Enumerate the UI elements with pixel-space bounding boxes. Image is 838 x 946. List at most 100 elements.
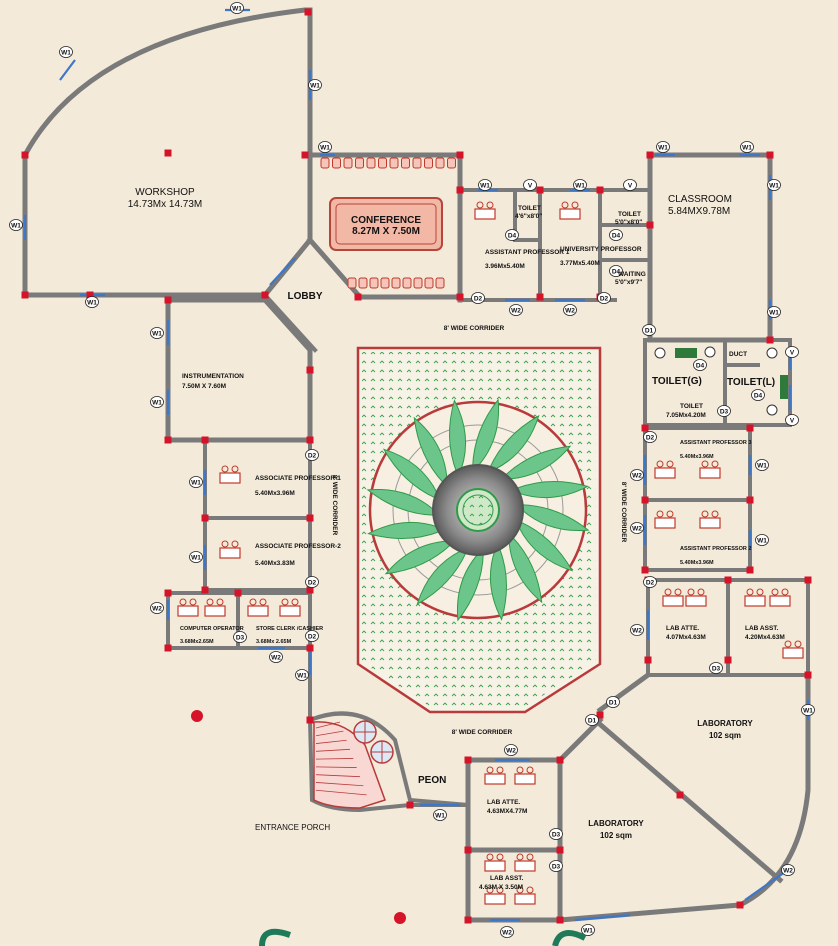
column-marker <box>724 656 732 664</box>
chair-icon <box>701 510 709 518</box>
chair-icon <box>347 277 357 289</box>
chair-icon <box>221 465 229 473</box>
tag-d2: D2 <box>597 292 611 304</box>
svg-text:W1: W1 <box>310 82 320 89</box>
tag-w1: W1 <box>433 809 447 821</box>
svg-text:V: V <box>528 182 533 189</box>
column-marker <box>464 756 472 764</box>
column-marker <box>556 756 564 764</box>
tag-v: V <box>623 179 637 191</box>
desk-icon <box>699 467 721 479</box>
peon-name: PEON <box>418 775 446 786</box>
sun-ray <box>489 547 507 621</box>
lab-atte-right-size: 4.07Mx4.63M <box>666 634 706 641</box>
chair-icon <box>701 460 709 468</box>
chair-icon <box>496 766 504 774</box>
chair-icon <box>424 277 434 289</box>
column-marker <box>676 791 684 799</box>
desk-icon <box>685 595 707 607</box>
sun-ray <box>515 481 589 499</box>
svg-text:D4: D4 <box>696 362 705 369</box>
chair-icon <box>486 201 494 209</box>
column-marker <box>21 291 29 299</box>
sun-ray <box>413 416 448 484</box>
chair-icon <box>561 201 569 209</box>
column-marker <box>556 846 564 854</box>
toilet-block-name: TOILET <box>680 403 703 410</box>
chair-icon <box>656 510 664 518</box>
column-marker <box>306 644 314 652</box>
column-marker <box>164 644 172 652</box>
conference-size: 8.27M X 7.50M <box>352 226 420 237</box>
tag-w1: W1 <box>9 219 23 231</box>
desk-icon <box>177 605 199 617</box>
corridor-labels: 8' WIDE CORRIDER 8' WIDE CORRIDER 8' WID… <box>331 325 627 736</box>
chair-icon <box>332 157 341 169</box>
tag-d4: D4 <box>609 229 623 241</box>
tag-v: V <box>785 414 799 426</box>
svg-text:D3: D3 <box>720 408 729 415</box>
asst-prof-1-size: 3.96Mx5.40M <box>485 263 525 270</box>
assoc-prof-1-size: 5.40Mx3.96M <box>255 490 295 497</box>
column-marker <box>456 186 464 194</box>
desk-icon <box>782 647 804 659</box>
svg-text:W2: W2 <box>632 525 642 532</box>
chair-icon <box>516 766 524 774</box>
chair-icon <box>711 460 719 468</box>
tag-d3: D3 <box>233 631 247 643</box>
column-marker <box>464 916 472 924</box>
toilet-1-name: TOILET <box>518 205 541 212</box>
chair-icon <box>378 157 387 169</box>
desk-icon <box>484 893 506 905</box>
conference-chairs-bottom <box>347 277 445 289</box>
sun-ray <box>456 553 484 622</box>
svg-text:W1: W1 <box>435 812 445 819</box>
toilet-2-name: TOILET <box>618 211 641 218</box>
svg-text:V: V <box>790 349 795 356</box>
tag-w1: W1 <box>767 306 781 318</box>
chair-icon <box>249 598 257 606</box>
chair-icon <box>358 277 368 289</box>
chair-icon <box>526 886 534 894</box>
tag-w1: W1 <box>308 79 322 91</box>
chair-icon <box>413 277 423 289</box>
tag-w1: W1 <box>656 141 670 153</box>
tag-w1: W1 <box>85 296 99 308</box>
svg-text:W1: W1 <box>769 182 779 189</box>
column-marker <box>536 293 544 301</box>
svg-text:D4: D4 <box>754 392 763 399</box>
tag-w1: W1 <box>767 179 781 191</box>
instrumentation-size: 7.50M X 7.60M <box>182 383 226 390</box>
chair-icon <box>355 157 364 169</box>
desk-icon <box>474 208 496 220</box>
asst-prof-2-name: ASSISTANT PROFESSOR 2 <box>680 546 751 552</box>
svg-text:D2: D2 <box>474 295 483 302</box>
chair-icon <box>666 460 674 468</box>
sun-ray <box>518 521 574 572</box>
chair-icon <box>179 598 187 606</box>
svg-text:W1: W1 <box>191 479 201 486</box>
chair-icon <box>231 540 239 548</box>
column-marker <box>201 586 209 594</box>
chair-icon <box>486 766 494 774</box>
tag-w2: W2 <box>150 602 164 614</box>
column-marker <box>804 671 812 679</box>
svg-text:W1: W1 <box>803 707 813 714</box>
svg-text:W1: W1 <box>152 330 162 337</box>
lobby-name: LOBBY <box>288 291 323 302</box>
workshop-name: WORKSHOP <box>135 187 195 198</box>
tag-w1: W1 <box>740 141 754 153</box>
svg-text:D1: D1 <box>588 717 597 724</box>
lab-atte-bottom-size: 4.63MX4.77M <box>487 808 527 815</box>
column-marker <box>464 846 472 854</box>
column-marker <box>646 221 654 229</box>
waiting-name: WAITING <box>618 271 646 278</box>
svg-text:W1: W1 <box>583 927 593 934</box>
svg-text:V: V <box>628 182 633 189</box>
svg-text:W1: W1 <box>297 672 307 679</box>
chair-icon <box>486 886 494 894</box>
desk-icon <box>247 605 269 617</box>
tag-w1: W1 <box>150 396 164 408</box>
toilet-1-size: 4'6"x8'0" <box>515 213 542 220</box>
column-marker <box>766 336 774 344</box>
